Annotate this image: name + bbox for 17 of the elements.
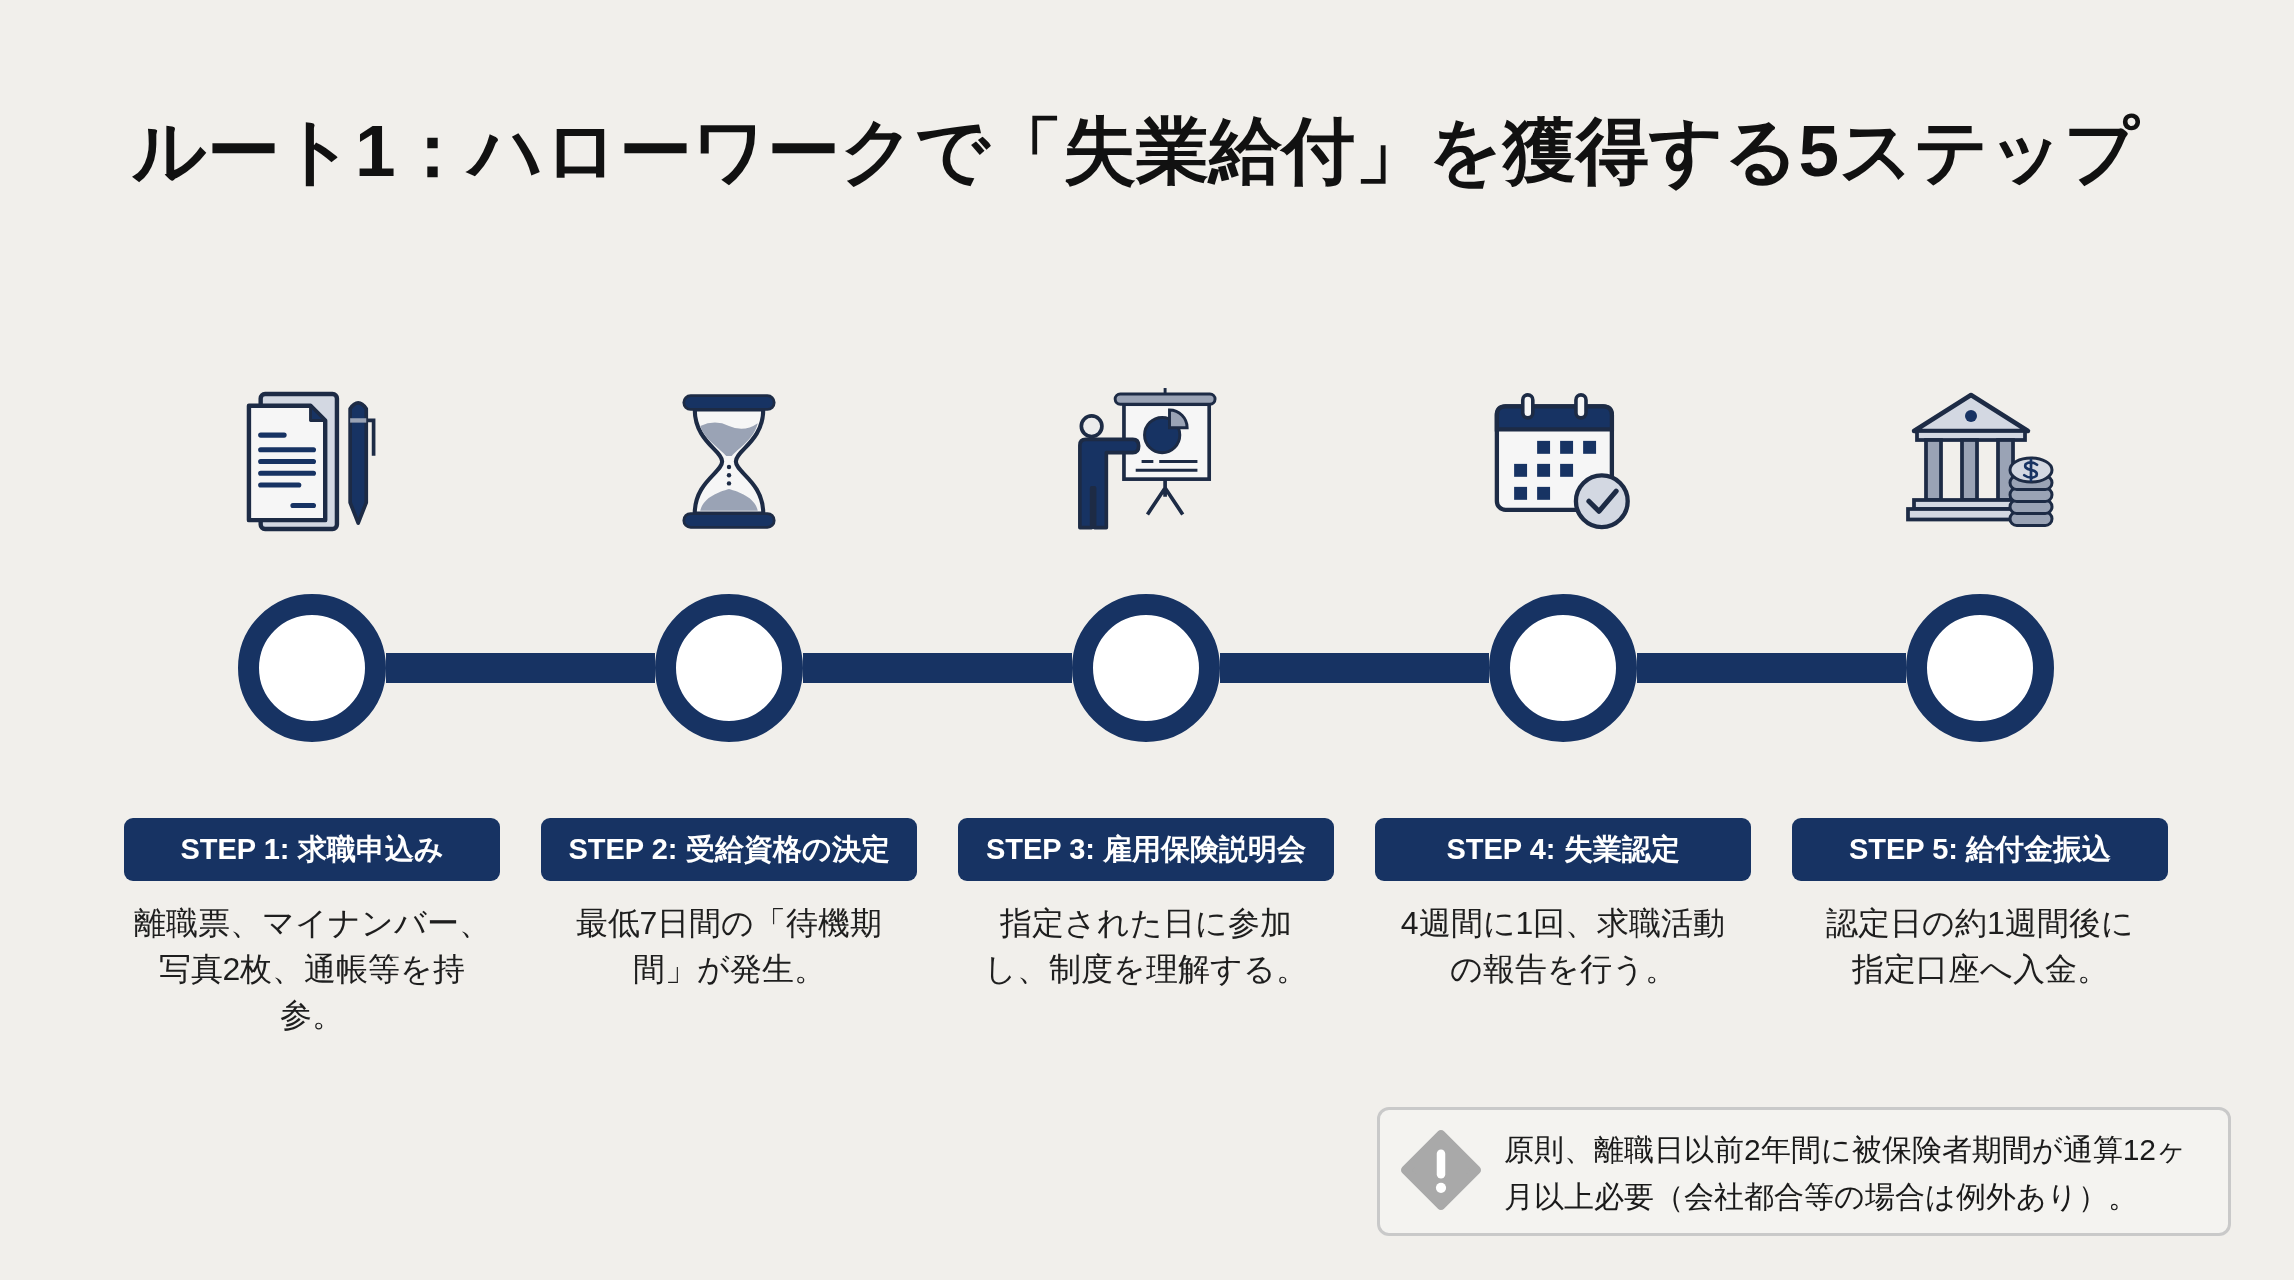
step-description: 離職票、マイナンバー、写真2枚、通帳等を持参。: [132, 904, 492, 1035]
connector-line: [1637, 653, 1906, 683]
note-text: 原則、離職日以前2年間に被保険者期間が通算12ヶ月以上必要（会社都合等の場合は例外あり）。: [1504, 1132, 2189, 1215]
step-header: STEP 5: 給付金振込: [1792, 818, 2168, 881]
connector-line: [803, 653, 1072, 683]
step-header: STEP 1: 求職申込み: [124, 818, 500, 881]
note-box: [1377, 1107, 2231, 1236]
step-description: 認定日の約1週間後に指定口座へ入金。: [1825, 904, 2135, 989]
step-description: 指定された日に参加し、制度を理解する。: [983, 904, 1309, 989]
step-header: STEP 4: 失業認定: [1375, 818, 1751, 881]
connector-line: [386, 653, 655, 683]
title: ルート1：ハローワークで「失業給付」を獲得する5ステップ: [132, 109, 2140, 193]
step-description: 最低7日間の「待機期間」が発生。: [574, 904, 884, 989]
step-header: STEP 2: 受給資格の決定: [541, 818, 917, 881]
step-header: STEP 3: 雇用保険説明会: [958, 818, 1334, 881]
connector-line: [1220, 653, 1489, 683]
step-description: 4週間に1回、求職活動の報告を行う。: [1399, 904, 1727, 989]
